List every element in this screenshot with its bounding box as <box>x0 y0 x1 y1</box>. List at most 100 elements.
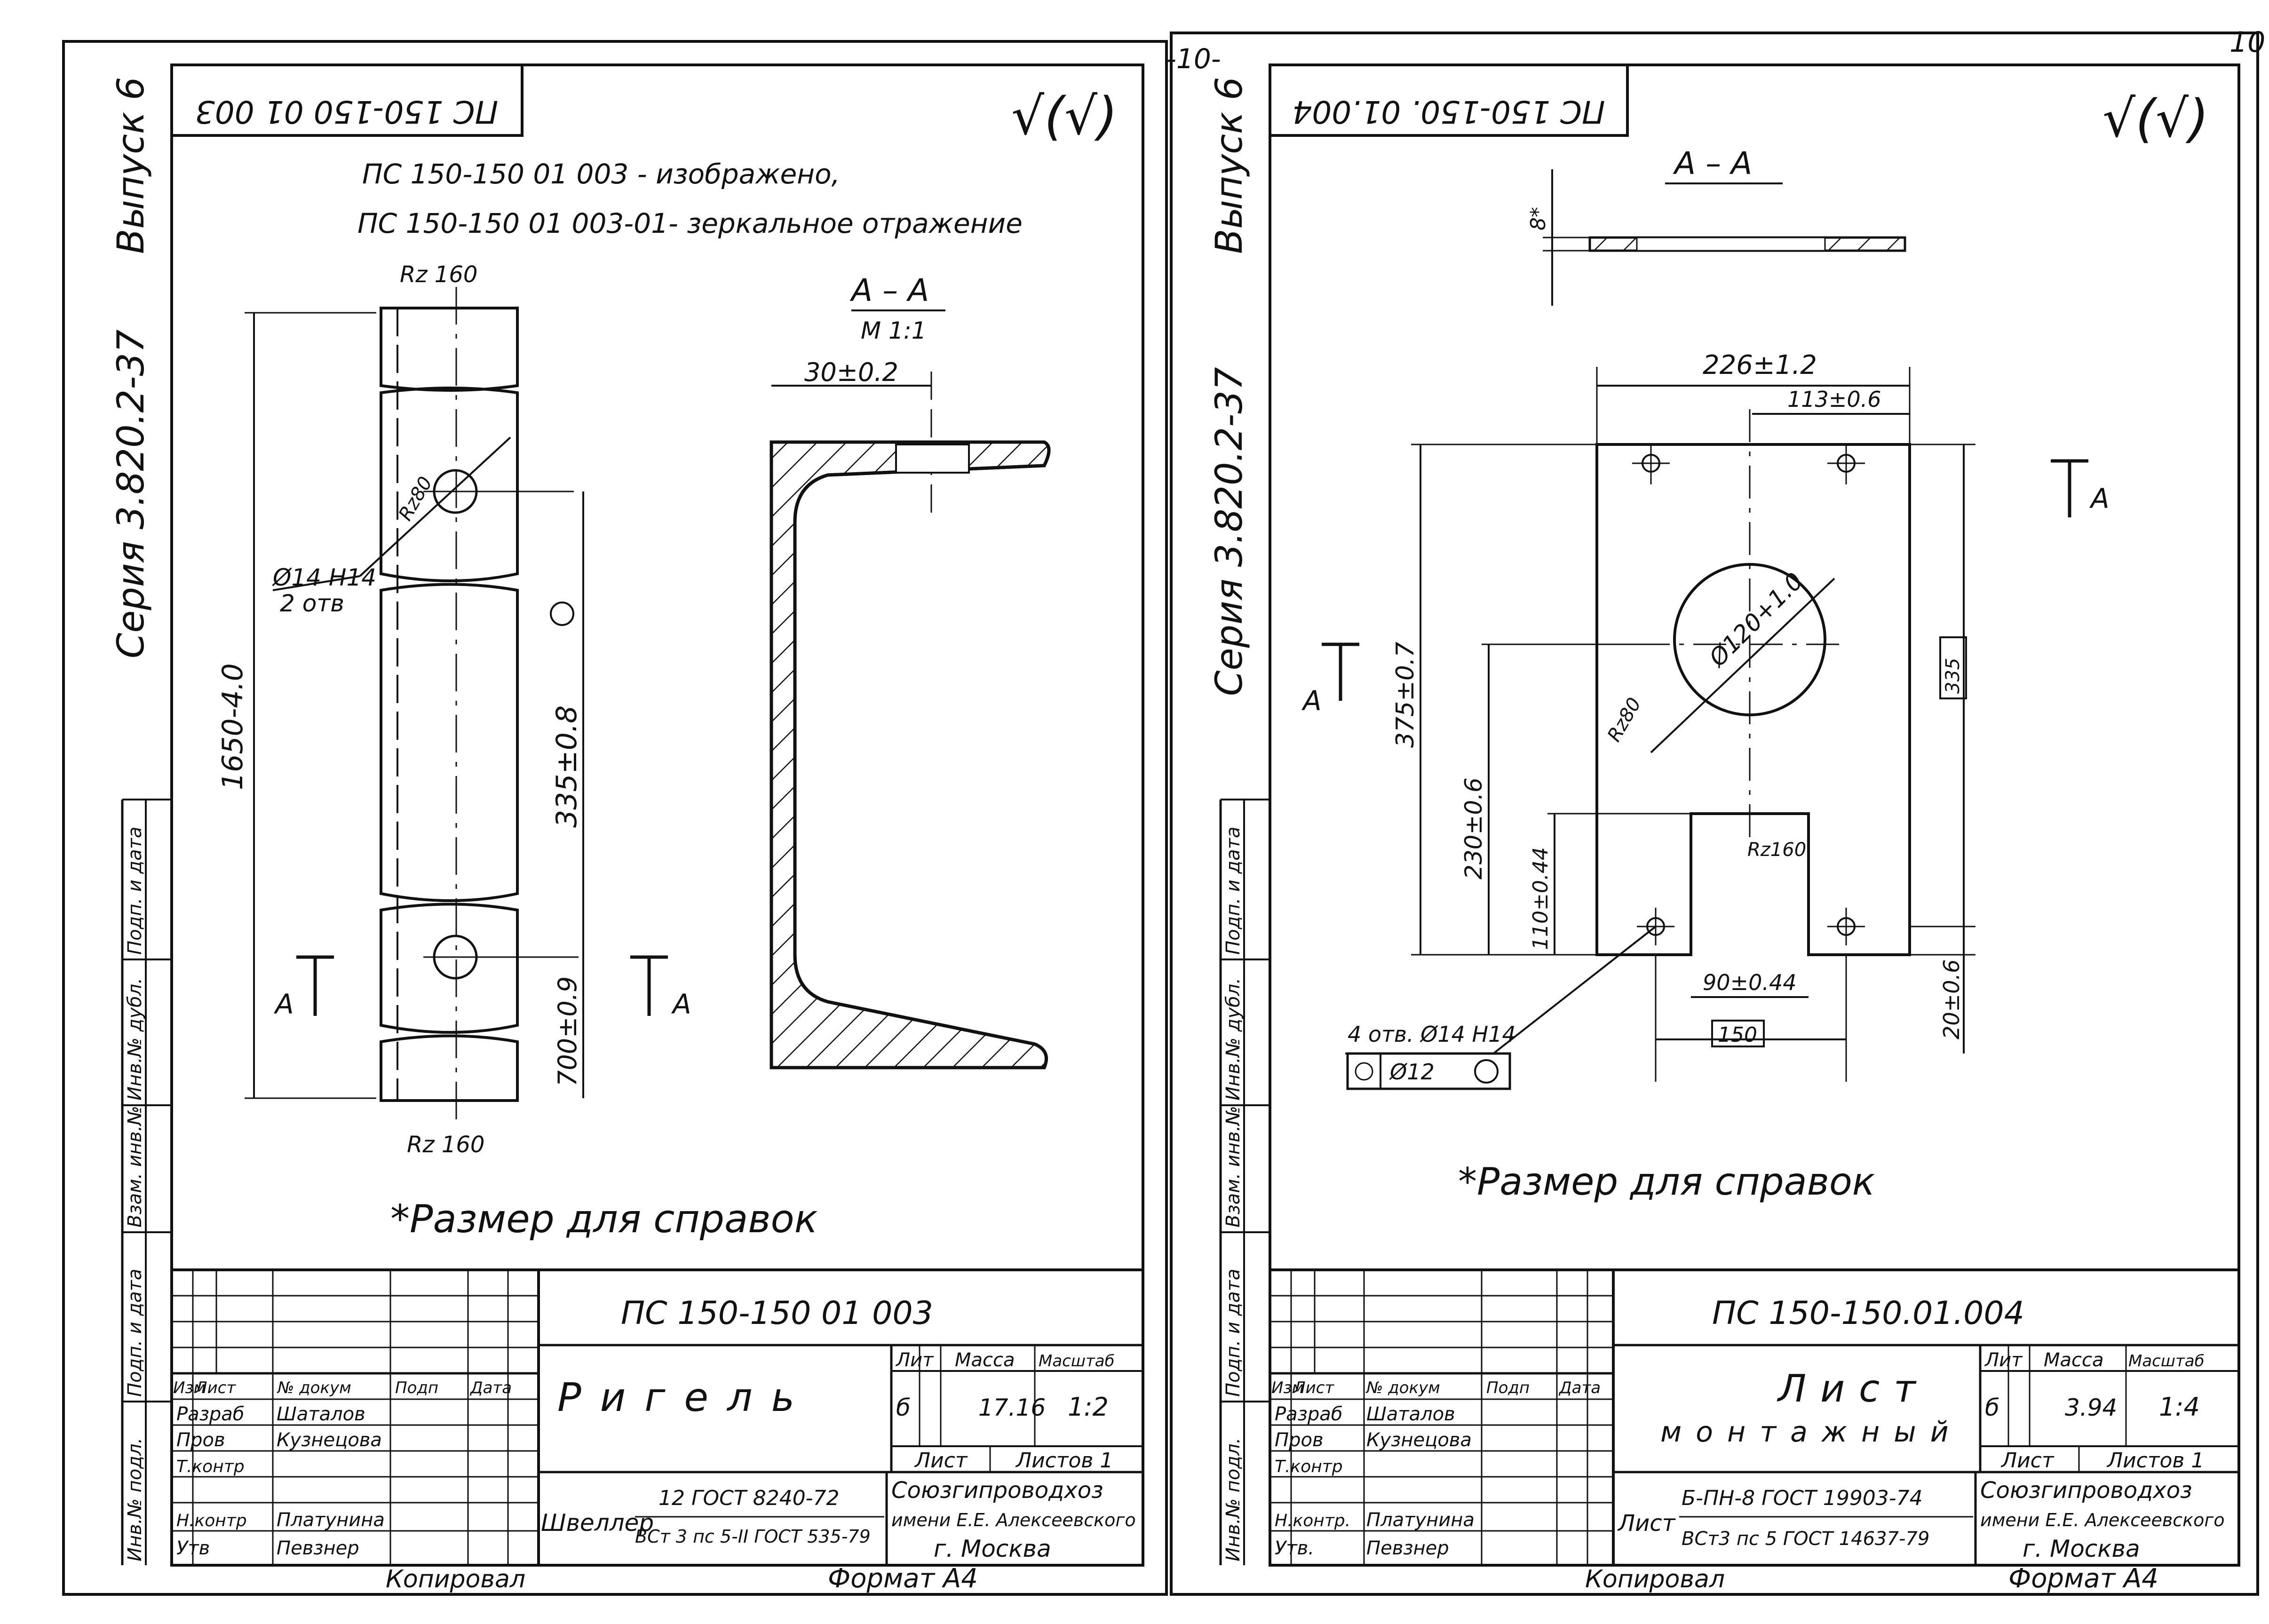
r-tb-mass: 3.94 <box>2065 1394 2117 1421</box>
r-dim-230: 230±0.6 <box>1460 777 1487 879</box>
dim-bottom: 700±0.9 <box>553 976 582 1086</box>
footnote: *Размер для справок <box>390 1197 817 1242</box>
tb-code: ПС 150-150 01 003 <box>621 1295 933 1332</box>
r-footnote: *Размер для справок <box>1458 1160 1875 1204</box>
r-rz-80: Rz80 <box>1603 694 1646 745</box>
r-tb-header-doc: № докум <box>1365 1378 1440 1397</box>
r-tb-code: ПС 150-150.01.004 <box>1712 1295 2024 1332</box>
r-tb-header-list: Лист <box>1293 1378 1334 1397</box>
r-dim-150: 150 <box>1718 1023 1757 1047</box>
r-tb-role-2: Пров <box>1275 1429 1324 1451</box>
r-tb-sheets: Листов 1 <box>2106 1449 2204 1473</box>
tb-role-1: Разраб <box>176 1403 244 1425</box>
r-title-block <box>1270 1268 2239 1565</box>
tb-org-1: Союзгипроводхоз <box>891 1477 1103 1504</box>
r-tb-role-1: Разраб <box>1275 1403 1342 1425</box>
r-copied-label: Копировал <box>1585 1565 1725 1593</box>
dim-flange: 30±0.2 <box>804 357 898 387</box>
tb-name-5: Платунина <box>277 1509 385 1531</box>
format-label: Формат А4 <box>828 1563 978 1594</box>
roughness-mark: √(√) <box>1011 86 1118 146</box>
tb-sheets: Листов 1 <box>1015 1449 1113 1473</box>
tb-name: Ригель <box>557 1374 813 1420</box>
section-scale: M 1:1 <box>861 317 927 344</box>
r-roughness-mark: √(√) <box>2102 88 2209 149</box>
r-dim-90: 90±0.44 <box>1703 970 1797 995</box>
r-tb-name-2: Кузнецова <box>1366 1429 1472 1451</box>
rz-bottom-label: Rz 160 <box>407 1132 484 1158</box>
r-series-side-label: Серия 3.820.2-37 <box>1208 367 1251 697</box>
tb-role-3: Т.контр <box>176 1457 245 1476</box>
issue-side-label: Выпуск 6 <box>110 77 152 254</box>
r-side-stamp-4: Инв.№ дубл. <box>1222 978 1244 1101</box>
tb-lit: б <box>896 1394 911 1421</box>
tb-material-word: Швеллер <box>541 1509 654 1537</box>
r-dim-thk: 8* <box>1526 207 1550 230</box>
r-dim-335: 335 <box>1942 658 1964 694</box>
side-stamp-3: Взам. инв.№ <box>124 1106 146 1228</box>
r-tb-role-6: Утв. <box>1275 1537 1314 1559</box>
r-tb-header-sign: Подп <box>1486 1378 1530 1397</box>
r-tb-header-izm: Изм <box>1271 1378 1304 1397</box>
r-tb-name-5: Платунина <box>1366 1509 1475 1531</box>
r-code-box-label: ПС 150-150. 01.004 <box>1292 94 1605 130</box>
tb-sheet: Лист <box>914 1449 968 1473</box>
r-tb-material-word: Лист <box>1617 1510 1676 1537</box>
r-format-label: Формат А4 <box>2008 1563 2158 1594</box>
r-section-marker-right: A <box>2089 483 2110 515</box>
section-marker-right: A <box>671 988 691 1020</box>
page-number: 10 <box>2229 26 2265 59</box>
r-tb-header-scale: Масштаб <box>2128 1352 2205 1370</box>
note-line-1: ПС 150-150 01 003 - изображено, <box>362 158 840 190</box>
tb-header-scale: Масштаб <box>1039 1352 1115 1370</box>
r-dim-half: 113±0.6 <box>1787 387 1881 412</box>
r-tb-name-2-text: монтажный <box>1660 1416 1963 1449</box>
r-tb-role-3: Т.контр <box>1275 1457 1343 1476</box>
section-title: A – A <box>849 272 929 309</box>
r-side-stamp-2: Подп. и дата <box>1222 1269 1244 1397</box>
tb-header-date: Дата <box>469 1378 512 1397</box>
r-position-box: Ø12 <box>1389 1059 1435 1085</box>
dim-length: 1650-4.0 <box>216 663 249 790</box>
tb-role-5: Н.контр <box>176 1511 247 1530</box>
tb-name-1: Шаталов <box>277 1403 365 1425</box>
r-tb-lit: б <box>1985 1394 1999 1421</box>
r-issue-side-label: Выпуск 6 <box>1208 77 1251 254</box>
r-tb-sheet: Лист <box>2000 1449 2055 1473</box>
r-side-stamp-1: Инв.№ подл. <box>1222 1438 1244 1561</box>
r-tb-material-top: Б-ПН-8 ГОСТ 19903-74 <box>1682 1486 1923 1510</box>
hole-count-label: 2 отв <box>280 590 344 617</box>
side-stamp-1: Инв.№ подл. <box>124 1438 146 1561</box>
r-side-stamp-3: Взам. инв.№ <box>1222 1106 1244 1228</box>
r-tb-org-1: Союзгипроводхоз <box>1980 1477 2192 1504</box>
side-stamp-5: Подп. и дата <box>124 827 146 955</box>
right-sheet: Инв.№ подл. Подп. и дата Взам. инв.№ Инв… <box>1170 32 2259 1596</box>
r-tb-name-1-text: Лист <box>1777 1367 1930 1410</box>
r-dim-width: 226±1.2 <box>1703 350 1817 380</box>
r-big-hole: Ø120+1.0 <box>1703 567 1809 673</box>
section-marker-left: A <box>273 988 294 1020</box>
r-side-stamp-5: Подп. и дата <box>1222 827 1244 955</box>
tb-mass: 17.16 <box>978 1394 1046 1421</box>
left-sheet: Инв.№ подл. Подп. и дата Взам. инв.№ Инв… <box>62 40 1168 1596</box>
r-dim-height: 375±0.7 <box>1391 642 1420 748</box>
r-tb-org-2: имени Е.Е. Алексеевского <box>1980 1510 2225 1530</box>
plate-view <box>1492 409 1911 1054</box>
r-tb-header-mass: Масса <box>2044 1349 2104 1371</box>
r-tb-header-lit: Лит <box>1984 1349 2023 1371</box>
tb-material-top: 12 ГОСТ 8240-72 <box>658 1486 840 1510</box>
title-block <box>172 1268 1143 1565</box>
tb-header-doc: № докум <box>277 1378 351 1397</box>
tb-name-2: Кузнецова <box>277 1429 382 1451</box>
tb-header-list: Лист <box>194 1378 236 1397</box>
tb-header-izm: Изм <box>173 1378 206 1397</box>
tb-role-6: Утв <box>176 1537 210 1559</box>
rz-top-label: Rz 160 <box>400 261 477 288</box>
tb-header-lit: Лит <box>895 1349 934 1371</box>
r-tb-org-3: г. Москва <box>2023 1535 2140 1562</box>
r-section-title: A – A <box>1673 145 1752 182</box>
tb-name-6: Певзнер <box>277 1537 359 1559</box>
r-tb-scale: 1:4 <box>2159 1392 2200 1422</box>
tb-org-2: имени Е.Е. Алексеевского <box>891 1510 1136 1530</box>
